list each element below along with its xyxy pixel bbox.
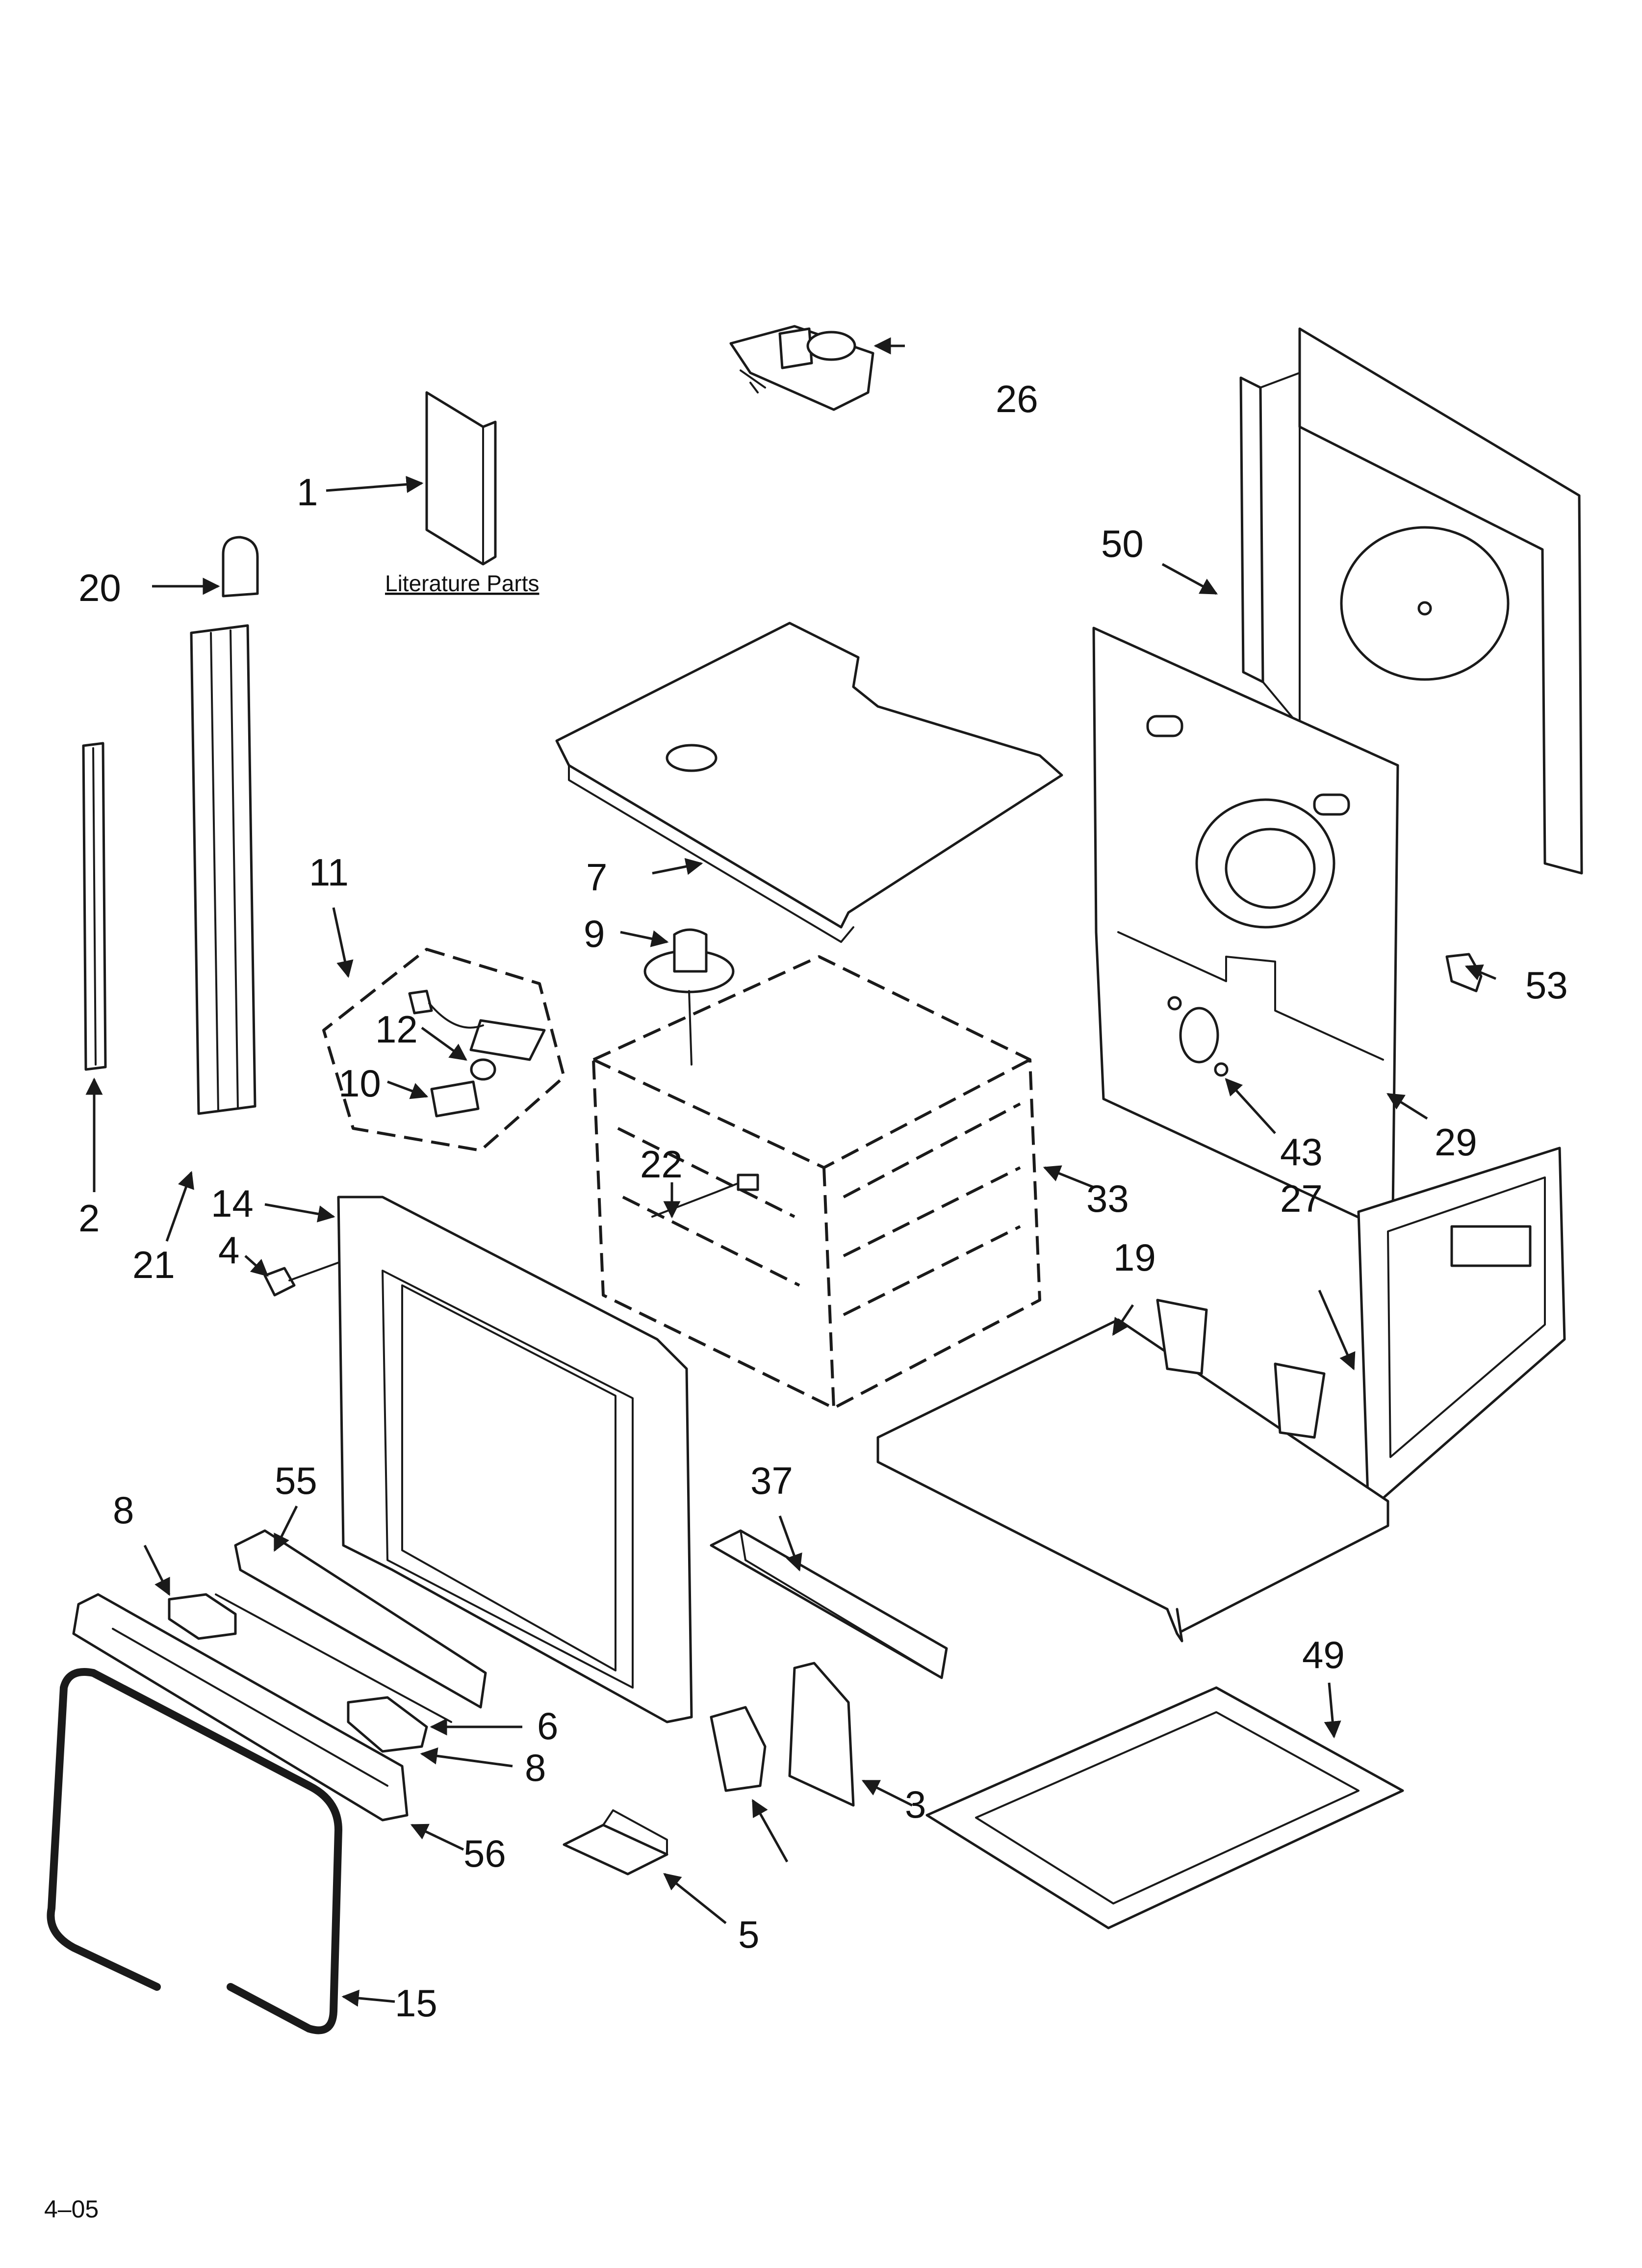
part-15-gasket xyxy=(47,1668,342,2034)
part-1-literature xyxy=(425,391,497,566)
callout-25: 27 xyxy=(1280,1177,1323,1220)
callout-20: 20 xyxy=(78,566,121,609)
part-53-bracket xyxy=(1445,953,1483,992)
callout-26: 29 xyxy=(1435,1121,1477,1164)
part-43-bottom-tray xyxy=(925,1686,1404,1929)
callout-22: 26 xyxy=(996,377,1038,420)
part-50-rear-panel xyxy=(1239,327,1583,875)
part-9-fan xyxy=(643,928,735,1066)
callout-19: 19 xyxy=(1113,1236,1156,1279)
callout-21: 21 xyxy=(132,1243,175,1286)
part-22-motor-assembly xyxy=(729,325,874,411)
callout-1: 1 xyxy=(297,470,318,514)
part-27-oven-cavity xyxy=(592,955,1041,1409)
callout-27: 33 xyxy=(1086,1177,1129,1220)
part-19-bottom-cover xyxy=(876,1299,1389,1642)
part-26-back-wall xyxy=(1092,626,1399,1228)
callout-12: 12 xyxy=(375,1008,418,1051)
callout-33: 37 xyxy=(750,1459,793,1502)
callout-5: 5 xyxy=(738,1913,759,1956)
part-2-rail xyxy=(82,742,107,1071)
callout-29: 22 xyxy=(640,1143,683,1186)
part-25-side-panel xyxy=(1357,1147,1566,1512)
footer-code: 4–05 xyxy=(44,2195,99,2223)
callout-8-upper: 8 xyxy=(113,1488,134,1532)
callout-6: 6 xyxy=(537,1704,558,1747)
callout-7: 7 xyxy=(586,856,607,899)
callout-37: 43 xyxy=(1280,1130,1323,1173)
literature-caption: Literature Parts xyxy=(385,571,539,596)
part-6-block xyxy=(347,1696,428,1753)
part-20-end-cap xyxy=(222,536,259,598)
part-8-block-upper xyxy=(168,1593,237,1640)
callout-4: 4 xyxy=(218,1228,239,1272)
callout-2: 2 xyxy=(78,1197,100,1240)
part-3-bracket xyxy=(788,1662,855,1807)
part-11-light-kit xyxy=(322,948,565,1152)
part-56-bracket xyxy=(710,1706,767,1792)
part-14-front-frame xyxy=(337,1196,693,1723)
part-21-side-trim xyxy=(190,624,257,1115)
part-55-vent-trim xyxy=(72,1593,409,1822)
leader-lines xyxy=(85,337,1496,2007)
callout-43: 49 xyxy=(1302,1633,1345,1676)
part-7-top-panel xyxy=(555,622,1063,943)
callout-15: 15 xyxy=(395,1981,437,2025)
callout-49: 55 xyxy=(275,1459,317,1502)
callout-50: 50 xyxy=(1101,522,1144,565)
callout-11: 11 xyxy=(309,851,349,894)
part-5-clip xyxy=(563,1809,668,1876)
callout-3: 3 xyxy=(905,1783,926,1826)
part-49-vent xyxy=(215,1529,487,1723)
callout-14: 14 xyxy=(211,1182,254,1225)
callout-55: 56 xyxy=(463,1832,506,1875)
callout-labels: 26 1 20 50 11 7 9 12 10 53 29 43 27 2 22… xyxy=(78,377,1568,2025)
part-29-sensor xyxy=(651,1173,759,1218)
callout-8-lower: 8 xyxy=(525,1746,546,1789)
part-4-screw xyxy=(263,1260,344,1297)
callout-10: 10 xyxy=(338,1062,381,1105)
part-33-rail xyxy=(710,1529,948,1679)
callout-53: 53 xyxy=(1525,964,1568,1007)
callout-9: 9 xyxy=(584,912,605,955)
part-37-thermostat xyxy=(1167,996,1229,1077)
